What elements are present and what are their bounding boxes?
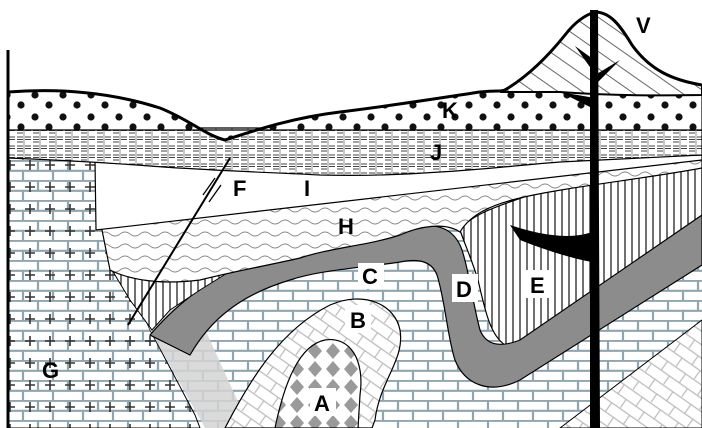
label-h: H (338, 214, 354, 239)
label-f: F (233, 176, 246, 201)
label-k: K (442, 98, 458, 123)
unit-v-volcano (500, 12, 702, 95)
label-c: C (362, 264, 378, 289)
label-v: V (636, 13, 651, 38)
label-g: G (42, 358, 59, 383)
label-j: J (430, 140, 442, 165)
label-e: E (530, 273, 545, 298)
label-a: A (314, 391, 330, 416)
label-b: B (350, 308, 366, 333)
label-d: D (456, 277, 472, 302)
label-i: I (304, 176, 310, 201)
